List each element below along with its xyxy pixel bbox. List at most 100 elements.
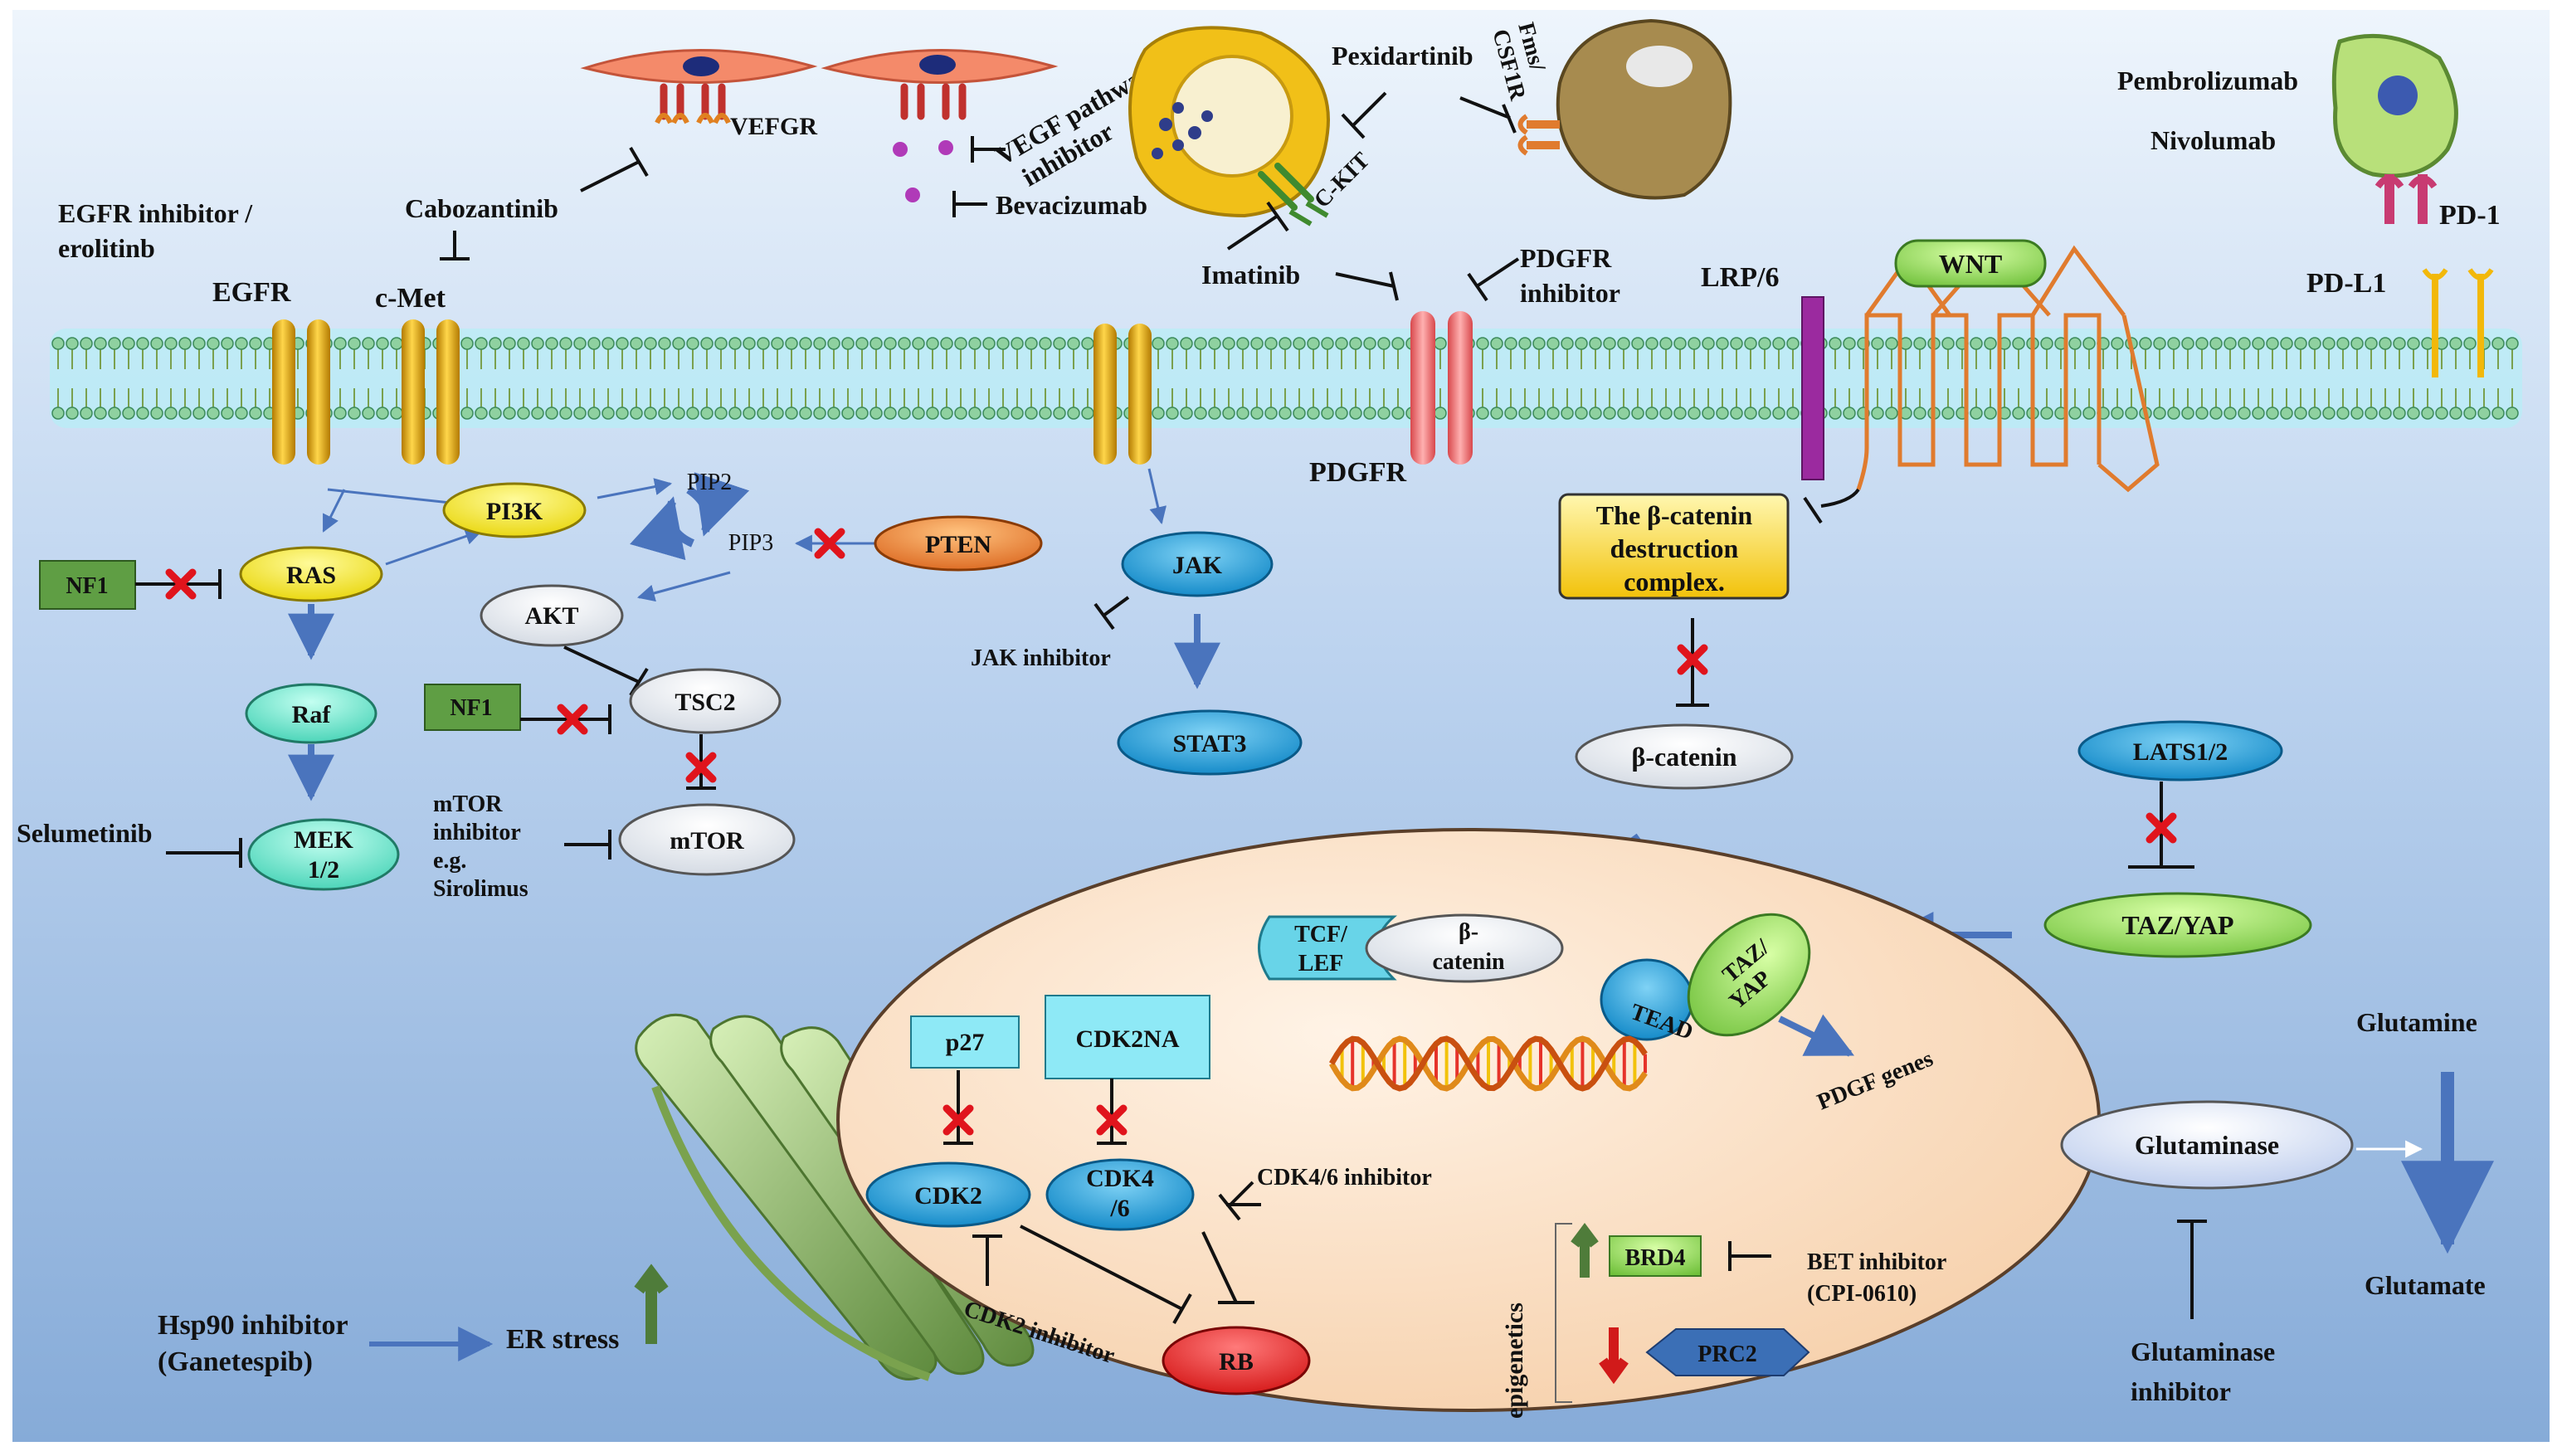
mtor-label: mTOR <box>670 827 744 855</box>
akt-node <box>480 584 624 647</box>
bet-inhibitor-line2: (CPI-0610) <box>1807 1281 1917 1307</box>
stat3-node <box>1117 709 1303 776</box>
tazyap-pdgf-arrow <box>1778 1014 1855 1057</box>
egfr-receptor <box>272 319 330 465</box>
mek-label-2: 1/2 <box>308 856 339 884</box>
egfr-inhibitor-line2: erolitinb <box>58 233 155 263</box>
cdk2na-label: CDK2NA <box>1076 1025 1180 1053</box>
dna-helix <box>1328 1035 1648 1092</box>
mtor-inhibitor-inhibition <box>564 830 611 859</box>
er-stress-label: ER stress <box>506 1324 619 1355</box>
beta-catenin-label: β-catenin <box>1631 742 1736 772</box>
cdk46-label-1: CDK4 <box>1086 1165 1154 1192</box>
tsc2-node <box>629 668 782 734</box>
prc2-down-arrow <box>1599 1327 1629 1385</box>
cdk2-node <box>865 1161 1031 1228</box>
pdgfr-inhibitor-line1: PDGFR <box>1520 243 1612 273</box>
cdk46-label-2: /6 <box>1109 1195 1129 1222</box>
vegf-inhibition-lines <box>952 136 1006 217</box>
jak-inhibitor-label: JAK inhibitor <box>971 645 1111 671</box>
mtor-inhibitor-line1: mTOR <box>433 791 503 817</box>
cabozantinib-label: Cabozantinib <box>405 193 558 223</box>
cmet-receptor <box>402 319 460 465</box>
nf1-node-b <box>424 684 521 731</box>
pexidartinib-label: Pexidartinib <box>1332 41 1473 71</box>
mast-cell <box>1128 26 1330 226</box>
ras-node <box>239 546 383 602</box>
pten-node <box>874 515 1043 572</box>
vegf-cell <box>821 49 1059 202</box>
bet-inhibitor-line1: BET inhibitor <box>1807 1249 1946 1275</box>
raf-node <box>245 683 377 744</box>
glutaminase-inhibitor-line2: inhibitor <box>2131 1376 2231 1406</box>
nuclear-tazyap-node <box>1687 913 1811 1037</box>
brd4-label: BRD4 <box>1624 1245 1685 1271</box>
glutamine-label: Glutamine <box>2356 1007 2477 1037</box>
mtor-inhibitor-line4: Sirolimus <box>433 876 528 902</box>
glutaminase-label: Glutaminase <box>2135 1130 2279 1160</box>
lrp6-label: LRP/6 <box>1701 262 1779 293</box>
tsc2-label: TSC2 <box>675 689 735 716</box>
cmet-label: c-Met <box>375 283 446 314</box>
pip3-label: PIP3 <box>728 530 773 556</box>
pdl1-receptors <box>2422 268 2494 377</box>
ras-label: RAS <box>286 562 336 589</box>
tcf-label-2: LEF <box>1298 951 1343 976</box>
brd4-node <box>1609 1235 1702 1277</box>
nf1-tsc2-inhibition <box>520 704 611 734</box>
nf1-label-b: NF1 <box>450 695 492 721</box>
mtor-inhibitor-line2: inhibitor <box>433 820 521 845</box>
epigenetics-label: epigenetics <box>1501 1303 1528 1419</box>
imatinib-inhibition <box>1226 201 1520 302</box>
cdk46-rb-inhibition <box>1201 1231 1254 1304</box>
hsp90-line2: (Ganetespib) <box>158 1346 313 1377</box>
destruction-label-2: destruction <box>1610 533 1739 563</box>
jak-receptor <box>1093 324 1152 465</box>
pd1-label: PD-1 <box>2439 200 2501 231</box>
pten-label: PTEN <box>925 531 991 558</box>
hsp90-line1: Hsp90 inhibitor <box>158 1310 348 1341</box>
selumetinib-label: Selumetinib <box>17 818 153 848</box>
egfr-inhibitor-line1: EGFR inhibitor / <box>58 198 253 228</box>
cdk46-inhibitor-label: CDK4/6 inhibitor <box>1257 1165 1432 1191</box>
signal-arrows-left <box>322 468 1167 602</box>
jak-inhibitor-inhibition <box>1093 596 1130 631</box>
jak-label: JAK <box>1172 552 1223 579</box>
cdk2na-node <box>1045 995 1210 1079</box>
wnt-node <box>1894 239 2047 288</box>
lats-label: LATS1/2 <box>2133 738 2228 766</box>
glutaminase-inhibitor-line1: Glutaminase <box>2131 1337 2275 1366</box>
glutamate-label: Glutamate <box>2365 1270 2486 1300</box>
egfr-label: EGFR <box>212 277 291 308</box>
destruction-complex-node <box>1558 493 1790 600</box>
nf1-label-a: NF1 <box>66 573 108 599</box>
vefgr-label: VEFGR <box>730 113 817 140</box>
rb-label: RB <box>1219 1348 1254 1376</box>
p27-node <box>910 1015 1020 1069</box>
bevacizumab-label: Bevacizumab <box>996 190 1147 220</box>
pembrolizumab-label: Pembrolizumab <box>2117 66 2298 95</box>
pi3k-label: PI3K <box>486 498 543 525</box>
cdk2-label: CDK2 <box>914 1182 982 1210</box>
nivolumab-label: Nivolumab <box>2150 125 2276 155</box>
glutaminase-node <box>2060 1100 2354 1190</box>
beta-catenin-node <box>1575 723 1794 790</box>
wnt-label: WNT <box>1939 249 2002 279</box>
cdk2na-cdk46-inhibition <box>1097 1079 1127 1145</box>
destruction-label-1: The β-catenin <box>1596 500 1753 530</box>
vegfr-cell <box>580 49 818 124</box>
cdk2-inhibitor-inhibition <box>972 1234 1002 1286</box>
p27-label: p27 <box>946 1029 985 1056</box>
block-crosses <box>165 528 2177 1136</box>
lats-node <box>2077 720 2283 782</box>
tcf-label-1: TCF/ <box>1294 922 1348 947</box>
bet-brd4-inhibition <box>1728 1241 1771 1271</box>
jak-node <box>1121 531 1274 597</box>
cdk2-rb-inhibition <box>1020 1225 1192 1324</box>
pip-cycle-arrow-left <box>630 496 695 561</box>
mtor-node <box>618 803 796 876</box>
macrophage-cell <box>1517 18 1732 200</box>
tazyap-label: TAZ/YAP <box>2121 910 2233 940</box>
pdl1-label: PD-L1 <box>2306 268 2386 299</box>
